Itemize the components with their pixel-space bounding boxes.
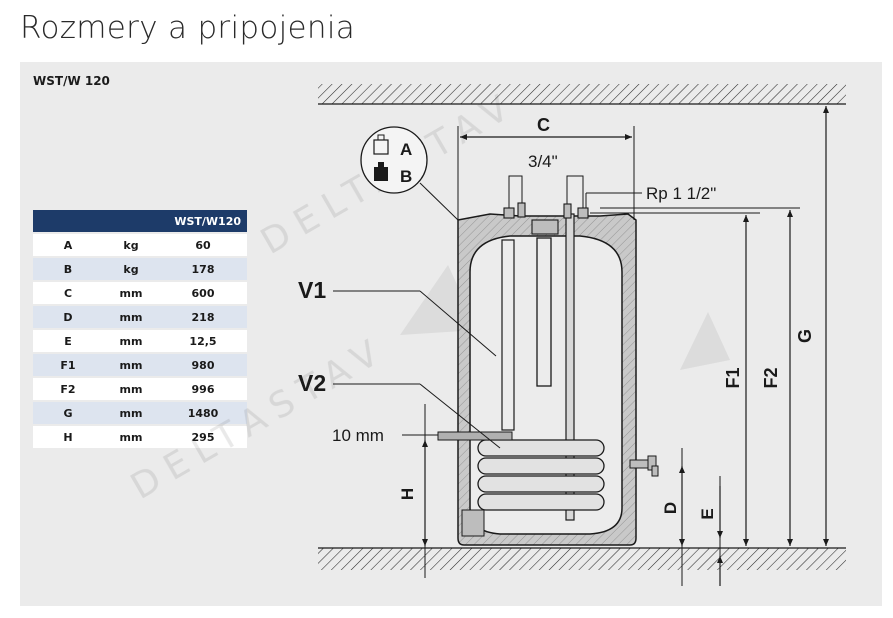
param-unit: mm (103, 378, 159, 400)
leader-v2-diag (419, 383, 501, 449)
param-name: H (33, 426, 103, 448)
label-h: H (398, 488, 417, 500)
param-unit: mm (103, 354, 159, 376)
table-row: D mm 218 (33, 306, 247, 328)
leader-3-4-right (566, 175, 584, 208)
param-value: 60 (159, 234, 247, 256)
param-value: 1480 (159, 402, 247, 424)
watermark-logo-2 (680, 312, 730, 370)
table-row: E mm 12,5 (33, 330, 247, 352)
label-f1: F1 (723, 367, 743, 388)
label-c: C (537, 115, 550, 135)
table-row: F2 mm 996 (33, 378, 247, 400)
label-rp: Rp 1 1/2" (646, 184, 716, 203)
param-name: D (33, 306, 103, 328)
spec-header-model: WST/W120 (159, 210, 247, 232)
label-3-4: 3/4" (528, 152, 558, 171)
label-g: G (795, 329, 815, 343)
weight-full-icon (374, 162, 388, 181)
label-f2: F2 (761, 367, 781, 388)
weight-badge (360, 126, 428, 194)
param-name: G (33, 402, 103, 424)
heating-coil (477, 439, 605, 511)
param-value: 178 (159, 258, 247, 280)
spec-table: WST/W120 A kg 60 B kg 178 C mm 600 D mm (33, 208, 247, 450)
label-v2: V2 (298, 370, 326, 396)
tank-foot (461, 509, 485, 537)
weight-empty-icon (373, 134, 389, 155)
spec-header-unit (103, 210, 159, 232)
cold-water-pipe (501, 239, 515, 431)
param-value: 295 (159, 426, 247, 448)
page-title: Rozmery a pripojenia (20, 10, 356, 46)
table-row: H mm 295 (33, 426, 247, 448)
diagram-panel: WST/W 120 WST/W120 A kg 60 B kg 178 C mm (20, 62, 882, 606)
anode-rod (536, 237, 552, 387)
model-label: WST/W 120 (33, 74, 110, 88)
floor-hatch (318, 548, 846, 570)
label-a: A (400, 140, 412, 159)
table-row: F1 mm 980 (33, 354, 247, 376)
label-b: B (400, 167, 412, 186)
param-value: 218 (159, 306, 247, 328)
param-name: F2 (33, 378, 103, 400)
param-name: F1 (33, 354, 103, 376)
param-value: 980 (159, 354, 247, 376)
param-name: E (33, 330, 103, 352)
param-unit: mm (103, 282, 159, 304)
label-v1: V1 (298, 277, 326, 303)
param-name: C (33, 282, 103, 304)
param-value: 12,5 (159, 330, 247, 352)
table-row: A kg 60 (33, 234, 247, 256)
spec-table-header: WST/W120 (33, 210, 247, 232)
table-row: C mm 600 (33, 282, 247, 304)
param-name: A (33, 234, 103, 256)
param-unit: mm (103, 426, 159, 448)
drain-valve (629, 455, 659, 477)
label-e: E (698, 508, 717, 519)
table-row: B kg 178 (33, 258, 247, 280)
top-connections (503, 202, 589, 235)
param-value: 600 (159, 282, 247, 304)
label-10mm: 10 mm (332, 426, 384, 445)
param-unit: mm (103, 402, 159, 424)
param-value: 996 (159, 378, 247, 400)
param-unit: kg (103, 234, 159, 256)
table-row: G mm 1480 (33, 402, 247, 424)
label-d: D (661, 502, 680, 514)
leader-v1-diag (419, 290, 497, 357)
spec-header-param (33, 210, 103, 232)
leader-3-4-left (508, 175, 523, 208)
badge-leader (419, 182, 459, 221)
sensor-sleeve (437, 431, 513, 441)
param-unit: kg (103, 258, 159, 280)
ceiling-hatch (318, 84, 846, 104)
watermark-text: DELTASTAV (124, 328, 394, 508)
param-unit: mm (103, 330, 159, 352)
param-unit: mm (103, 306, 159, 328)
param-name: B (33, 258, 103, 280)
